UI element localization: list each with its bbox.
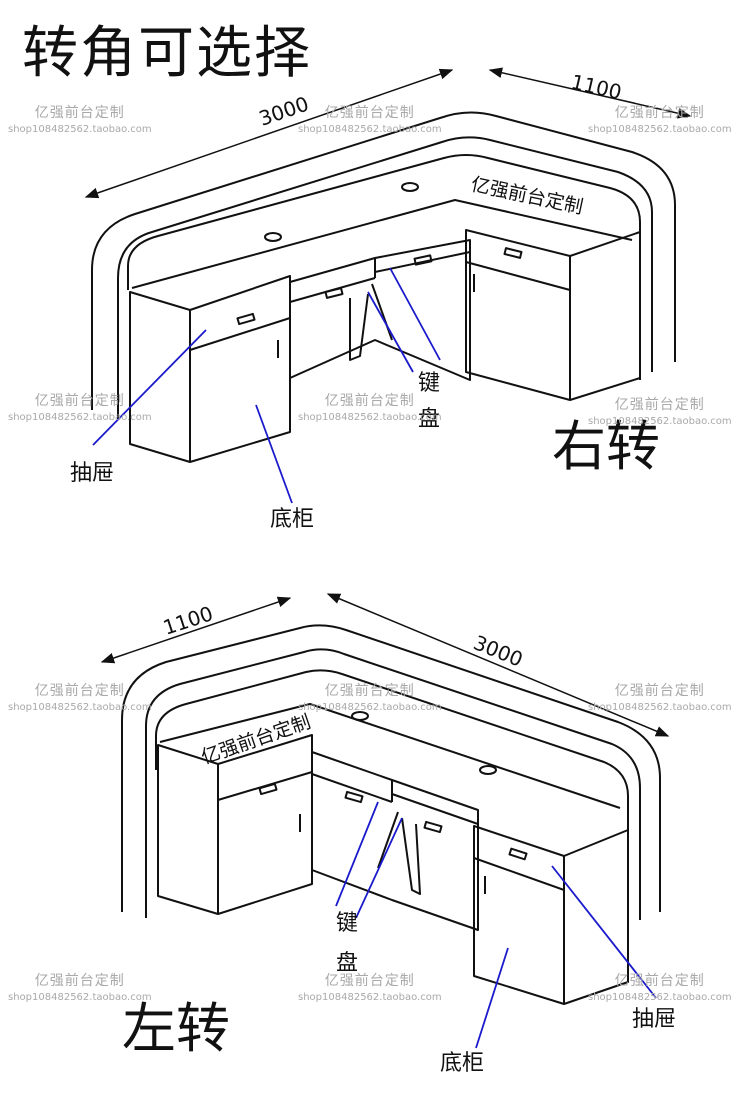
top-callout-drawer: 抽屉 xyxy=(70,461,115,486)
bottom-callout-keyboard-1: 键 xyxy=(335,911,358,936)
top-callout-keyboard-2: 盘 xyxy=(417,407,440,432)
top-depth-dim: 1100 xyxy=(569,69,624,104)
bottom-desktop-surface xyxy=(159,703,621,809)
bottom-depth-dim: 1100 xyxy=(160,601,216,640)
left-turn-label: 左转 xyxy=(122,997,230,1060)
bottom-frame-inner-1 xyxy=(145,648,641,920)
bottom-desk-drawing xyxy=(121,624,661,1005)
bottom-frame-outer xyxy=(121,624,661,912)
top-callout-cabinet: 底柜 xyxy=(270,507,315,532)
top-right-cabinet xyxy=(465,229,641,401)
bottom-knee-area xyxy=(311,751,479,931)
top-desk-drawing xyxy=(91,111,676,463)
top-frame-inner-1 xyxy=(117,136,653,420)
top-frame-outer xyxy=(91,111,676,410)
bottom-callout-cabinet: 底柜 xyxy=(440,1051,485,1076)
top-brand-tag: 亿强前台定制 xyxy=(469,173,585,218)
top-desktop-surface xyxy=(131,199,633,289)
bottom-frame-inner-2 xyxy=(155,669,629,926)
top-callout-keyboard-1: 键 xyxy=(417,371,440,396)
bottom-callout-keyboard-2: 盘 xyxy=(335,951,358,976)
bottom-callout-drawer: 抽屉 xyxy=(632,1007,677,1032)
top-callout-lines xyxy=(92,267,441,504)
right-turn-label: 右转 xyxy=(552,415,660,478)
bottom-left-cabinet xyxy=(157,734,313,915)
top-frame-inner-2 xyxy=(127,154,641,380)
top-knee-area xyxy=(289,239,471,381)
bottom-callout-lines xyxy=(335,801,657,1049)
